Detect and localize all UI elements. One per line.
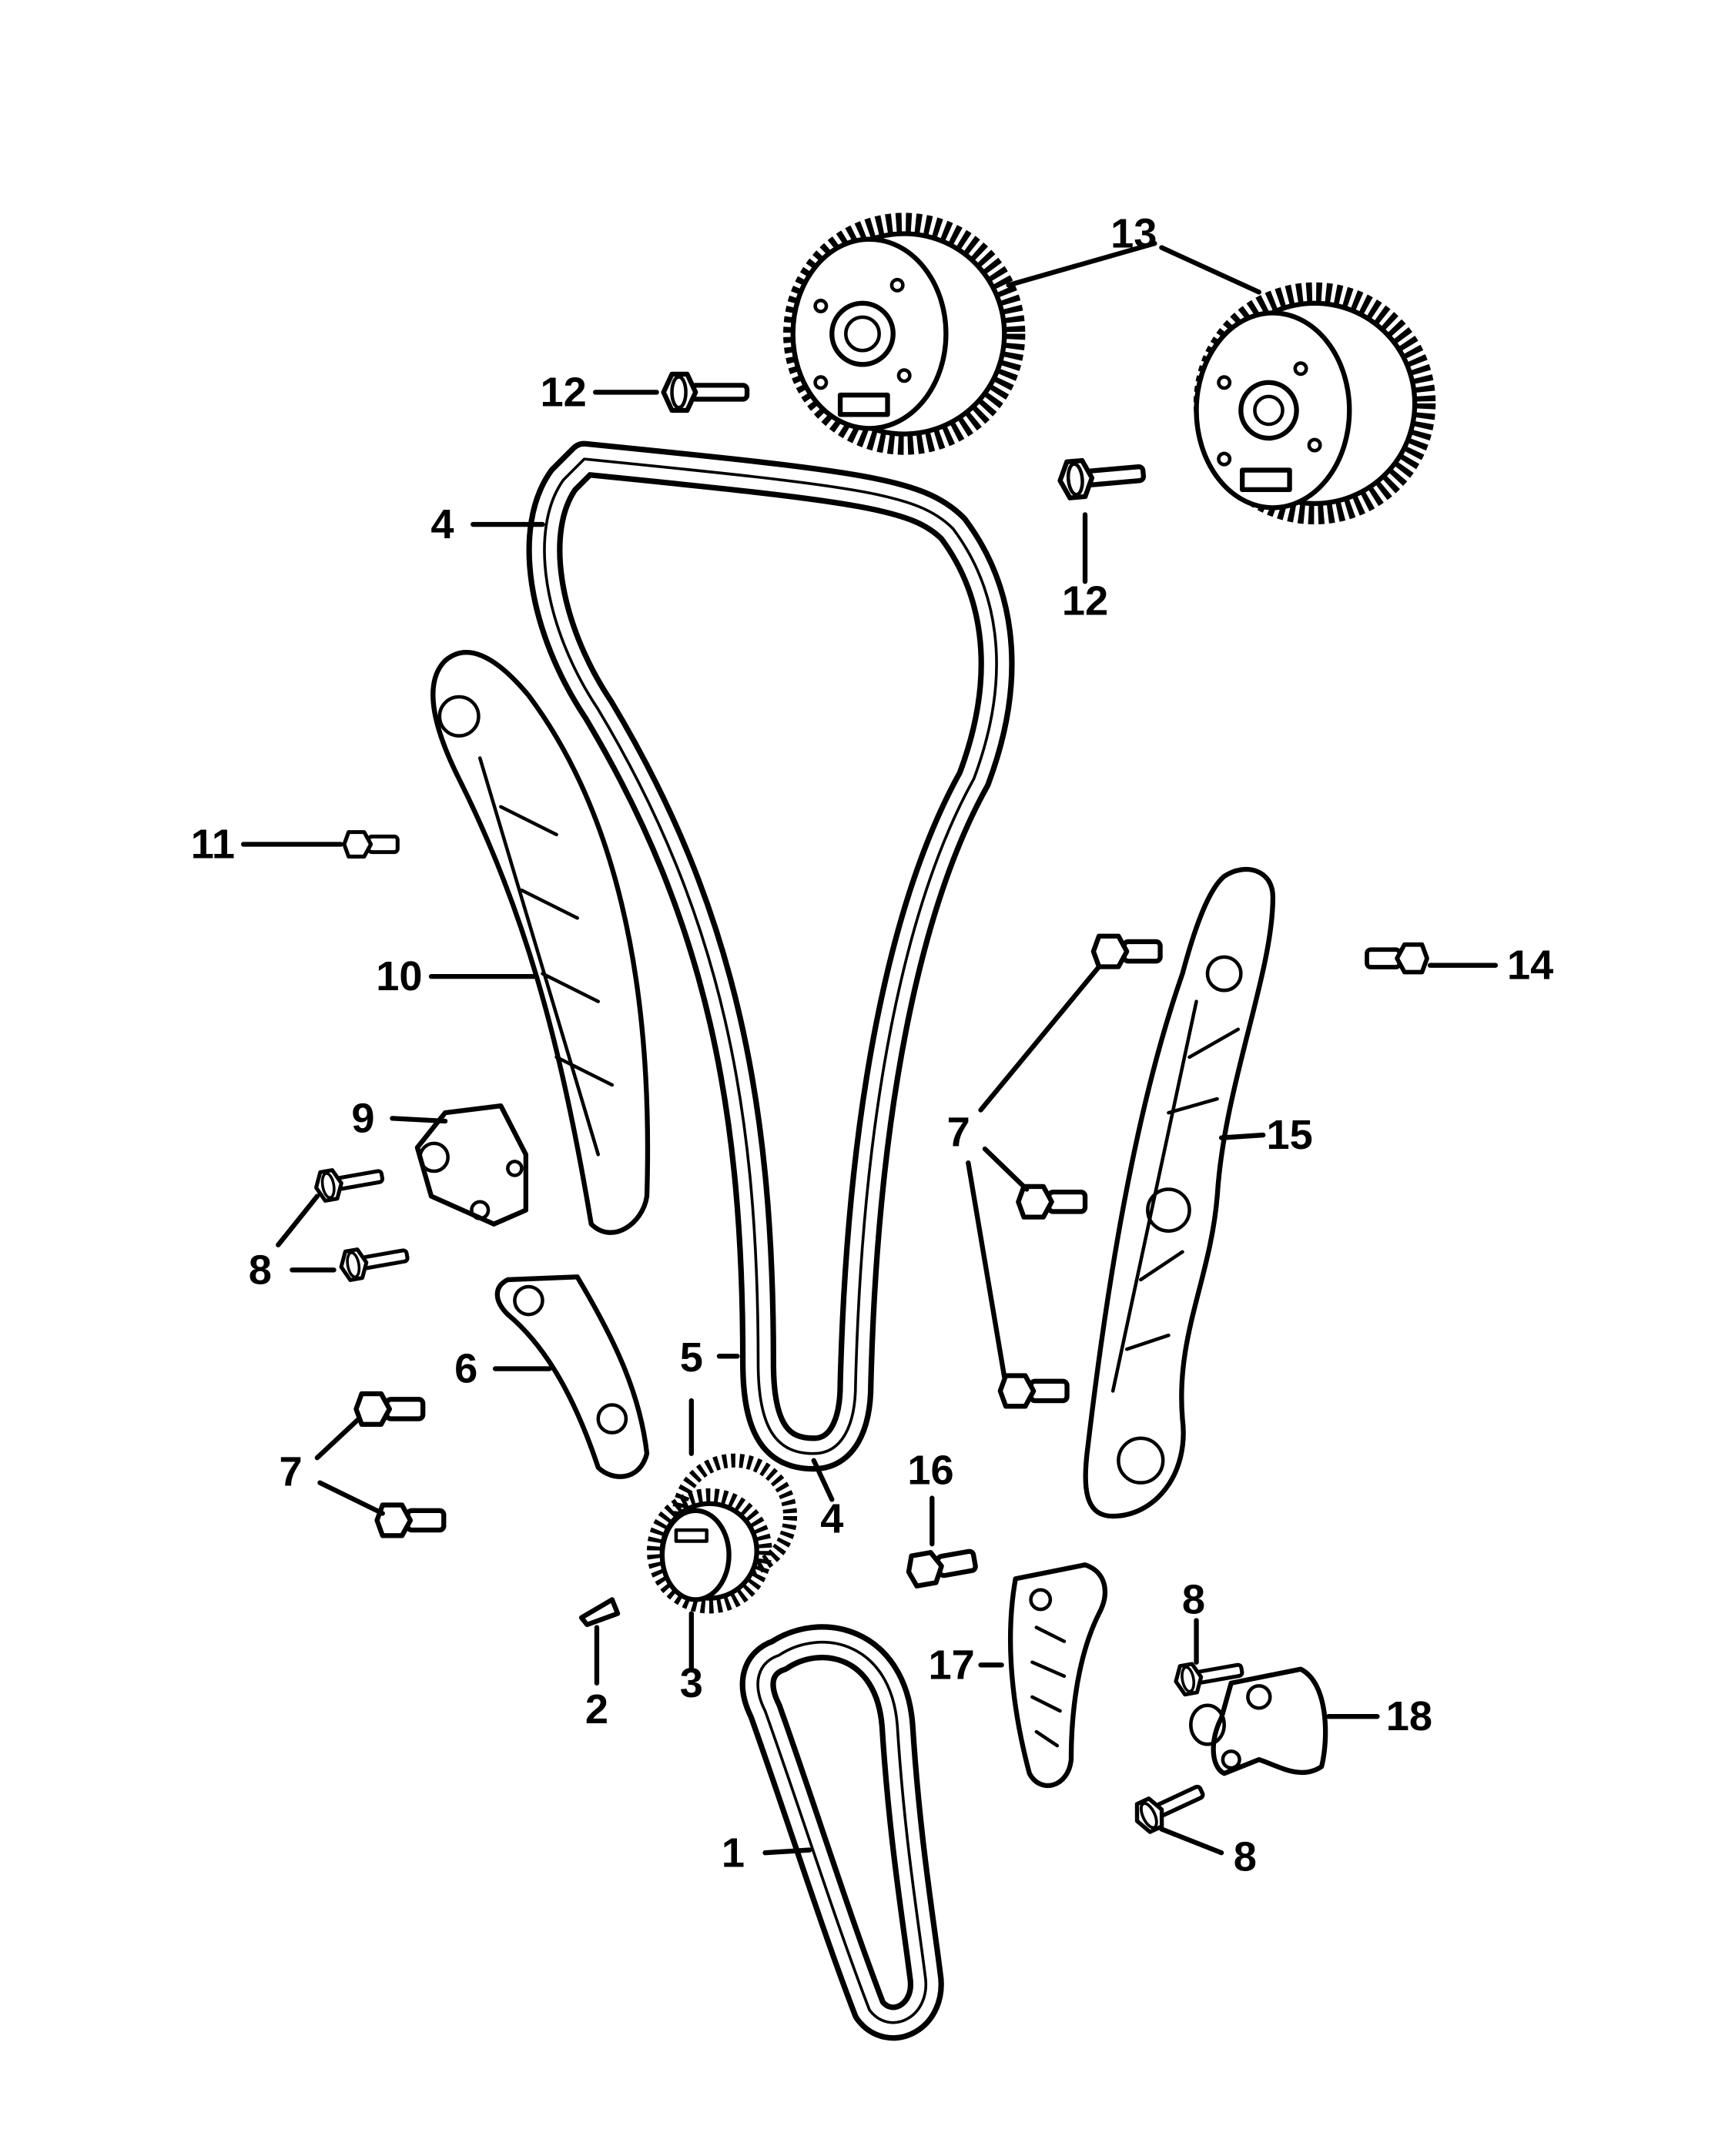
callout-16: 16 bbox=[907, 1447, 953, 1493]
callout-6: 6 bbox=[454, 1346, 477, 1392]
chain-guide-lower-left bbox=[494, 1274, 650, 1479]
cam-phaser-right bbox=[1193, 282, 1436, 525]
callout-4: 4 bbox=[820, 1496, 843, 1542]
callout-12: 12 bbox=[540, 369, 586, 415]
bolt-icon bbox=[1094, 936, 1161, 967]
callout-4: 4 bbox=[430, 501, 454, 547]
timing-chain-primary bbox=[526, 440, 1015, 1472]
chain-guide-right bbox=[1083, 866, 1276, 1519]
callout-5: 5 bbox=[680, 1334, 703, 1381]
callout-12: 12 bbox=[1062, 578, 1108, 624]
bolt-icon bbox=[356, 1394, 423, 1424]
callout-8: 8 bbox=[1182, 1576, 1205, 1622]
oil-pump-chain-guide bbox=[1007, 1562, 1107, 1789]
bolt-icon bbox=[664, 374, 747, 410]
woodruff-key bbox=[578, 1597, 621, 1628]
callout-8: 8 bbox=[249, 1247, 272, 1293]
bolt-icon bbox=[1130, 1777, 1208, 1835]
callout-15: 15 bbox=[1266, 1112, 1312, 1158]
callout-8: 8 bbox=[1234, 1834, 1257, 1880]
callout-13: 13 bbox=[1110, 211, 1157, 257]
callout-2: 2 bbox=[585, 1686, 608, 1732]
bolt-icon bbox=[906, 1545, 976, 1587]
callout-9: 9 bbox=[351, 1095, 374, 1141]
cam-phaser-left bbox=[783, 213, 1026, 455]
chain-guide-left bbox=[430, 650, 651, 1235]
callout-7: 7 bbox=[279, 1448, 302, 1495]
bolt-icon bbox=[339, 1241, 410, 1281]
callout-17: 17 bbox=[928, 1642, 974, 1688]
bolt-icon bbox=[377, 1505, 444, 1536]
callout-1: 1 bbox=[722, 1830, 745, 1876]
bolt-icon bbox=[1367, 945, 1427, 973]
chain-tensioner-upper bbox=[414, 1103, 528, 1227]
bolt-icon bbox=[1059, 455, 1145, 498]
callout-3: 3 bbox=[680, 1660, 703, 1706]
bolt-icon bbox=[313, 1162, 384, 1202]
callout-11: 11 bbox=[191, 822, 235, 868]
callout-18: 18 bbox=[1386, 1693, 1432, 1739]
callout-10: 10 bbox=[376, 953, 422, 999]
leader-lines bbox=[240, 240, 1499, 1856]
callout-14: 14 bbox=[1507, 942, 1553, 989]
bolt-icon bbox=[344, 832, 397, 857]
oil-pump-chain-tensioner bbox=[1189, 1666, 1328, 1776]
bolt-icon bbox=[1000, 1376, 1067, 1407]
oil-pump-chain bbox=[739, 1624, 944, 2041]
crankshaft-sprocket bbox=[647, 1453, 798, 1614]
bolt-icon bbox=[1018, 1187, 1085, 1217]
callout-7: 7 bbox=[947, 1110, 970, 1156]
